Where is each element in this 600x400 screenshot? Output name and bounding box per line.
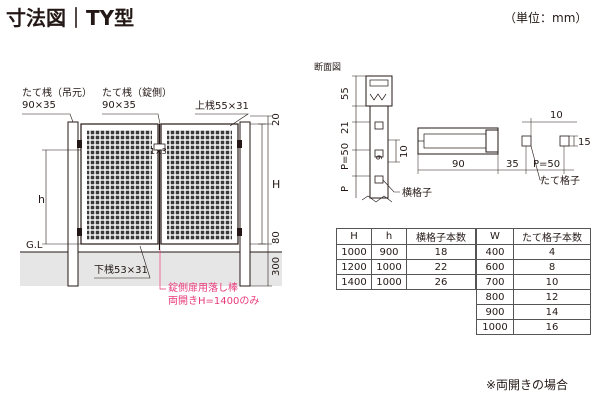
height-table-col-h: h	[371, 228, 407, 245]
leader-drop-rod	[159, 250, 166, 290]
dim-h-label: h	[38, 193, 45, 206]
hinge-bottom-icon	[77, 228, 82, 236]
plan-bar-2	[559, 135, 570, 147]
table-cell: 400	[476, 244, 514, 260]
width-table-header: W たて格子本数	[476, 228, 591, 245]
table-cell: 1000	[371, 259, 407, 275]
sec-dim-55: 55	[340, 87, 351, 100]
plan-dim-P50: P=50	[533, 159, 560, 170]
lock-hinge-bottom-icon	[237, 228, 242, 236]
leader-bottom-rail	[94, 245, 151, 279]
front-view: 20 H 80 300 h G.L 1×3	[20, 113, 282, 290]
dim-80-label: 80	[271, 231, 282, 244]
section-title: 断面図	[314, 61, 341, 73]
table-cell: 1000	[336, 244, 372, 260]
table-cell: 14	[513, 304, 591, 320]
page-title: 寸法図｜TY型	[6, 6, 135, 30]
plan-view: 10 15 90 35 P=50 たて格子	[417, 110, 591, 187]
latch	[153, 143, 166, 151]
lattice-right	[167, 130, 232, 240]
table-cell: 1400	[336, 274, 372, 290]
table-row: 600 8	[476, 259, 591, 275]
post-hinge-label: たて桟（吊元）	[22, 88, 92, 99]
post-lock	[239, 121, 251, 287]
table-row: 1400 1000 26	[336, 274, 476, 290]
leader-top-rail	[195, 113, 249, 127]
lock-hinge-top-icon	[237, 140, 242, 148]
drop-rod-note: 両開きH=1400のみ	[168, 296, 260, 307]
unit-note: （単位：mm）	[504, 11, 588, 25]
table-cell: 600	[476, 259, 514, 275]
post-hinge	[67, 121, 79, 287]
table-row: 1000 16	[476, 319, 591, 335]
post-lock-size: 90×35	[102, 100, 136, 111]
table-row: 1200 1000 22	[336, 259, 476, 275]
dim-20-label: 20	[271, 113, 282, 126]
plan-dim-35: 35	[506, 159, 519, 170]
plan-dim-15: 15	[578, 137, 591, 148]
plan-dim-10: 10	[550, 110, 563, 121]
dim-300-label: 300	[271, 257, 282, 276]
plan-bar-1	[521, 135, 532, 147]
table-cell: 8	[513, 259, 591, 275]
post-hinge-size: 90×35	[22, 100, 56, 111]
leader-post-hinge	[22, 113, 74, 123]
dim-H-label: H	[272, 178, 280, 191]
top-rail-label: 上桟55×31	[195, 101, 249, 112]
lattice-left	[87, 130, 152, 240]
table-row: 1000 900 18	[336, 244, 476, 260]
leader-post-lock	[102, 113, 161, 125]
width-table-col-W: W	[476, 228, 514, 245]
post-lock-label: たて桟（錠側）	[102, 88, 172, 99]
table-cell: 26	[406, 274, 476, 290]
table-cell: 800	[476, 289, 514, 305]
sec-dim-9: 9	[375, 155, 384, 160]
sec-dim-21: 21	[340, 121, 351, 134]
table-cell: 1200	[336, 259, 372, 275]
drop-rod-label: 錠側扉用落し棒	[168, 283, 238, 294]
width-table: W たて格子本数 400 4 600 8 700 10 800 12 900	[476, 228, 591, 335]
table-cell: 16	[513, 319, 591, 335]
table-cell: 12	[513, 289, 591, 305]
vertical-bar-label: たて格子	[540, 174, 580, 187]
section-slot-1	[374, 121, 384, 130]
sec-dim-P50: P=50	[340, 143, 351, 170]
plan-dim-90: 90	[452, 159, 465, 170]
height-table-col-H: H	[336, 228, 372, 245]
table-row: 400 4	[476, 244, 591, 260]
table-row: 700 10	[476, 274, 591, 290]
bottom-rail-label: 下桟53×31	[94, 265, 148, 276]
table-cell: 1000	[371, 274, 407, 290]
horizontal-bar-label: 横格子	[402, 186, 432, 199]
table-cell: 1000	[476, 319, 514, 335]
table-cell: 900	[371, 244, 407, 260]
section-slot-2	[374, 149, 384, 158]
hinge-top-icon	[77, 140, 82, 148]
height-table: H h 横格子本数 1000 900 18 1200 1000 22 1400 …	[336, 228, 476, 290]
leader-vertical-bar	[530, 145, 544, 181]
table-row: 800 12	[476, 289, 591, 305]
height-table-col-count: 横格子本数	[406, 228, 476, 245]
sec-dim-10: 10	[399, 145, 410, 158]
footnote: ※両開きの場合	[486, 378, 569, 392]
leader-horizontal-bar	[382, 179, 400, 193]
section-slot-3	[374, 175, 384, 184]
width-table-col-count: たて格子本数	[513, 228, 591, 245]
table-row: 900 14	[476, 304, 591, 320]
center-mark-label: 1×3	[150, 147, 167, 156]
table-cell: 4	[513, 244, 591, 260]
table-cell: 900	[476, 304, 514, 320]
table-cell: 10	[513, 274, 591, 290]
table-cell: 22	[406, 259, 476, 275]
section-view: 断面図 55 21 P=50 P 10 9 横格子	[314, 61, 432, 203]
ground	[20, 252, 282, 286]
gl-label: G.L	[26, 240, 43, 251]
plan-post	[485, 129, 499, 153]
sec-dim-P: P	[340, 186, 351, 192]
height-table-header: H h 横格子本数	[336, 228, 476, 245]
table-cell: 700	[476, 274, 514, 290]
table-cell: 18	[406, 244, 476, 260]
